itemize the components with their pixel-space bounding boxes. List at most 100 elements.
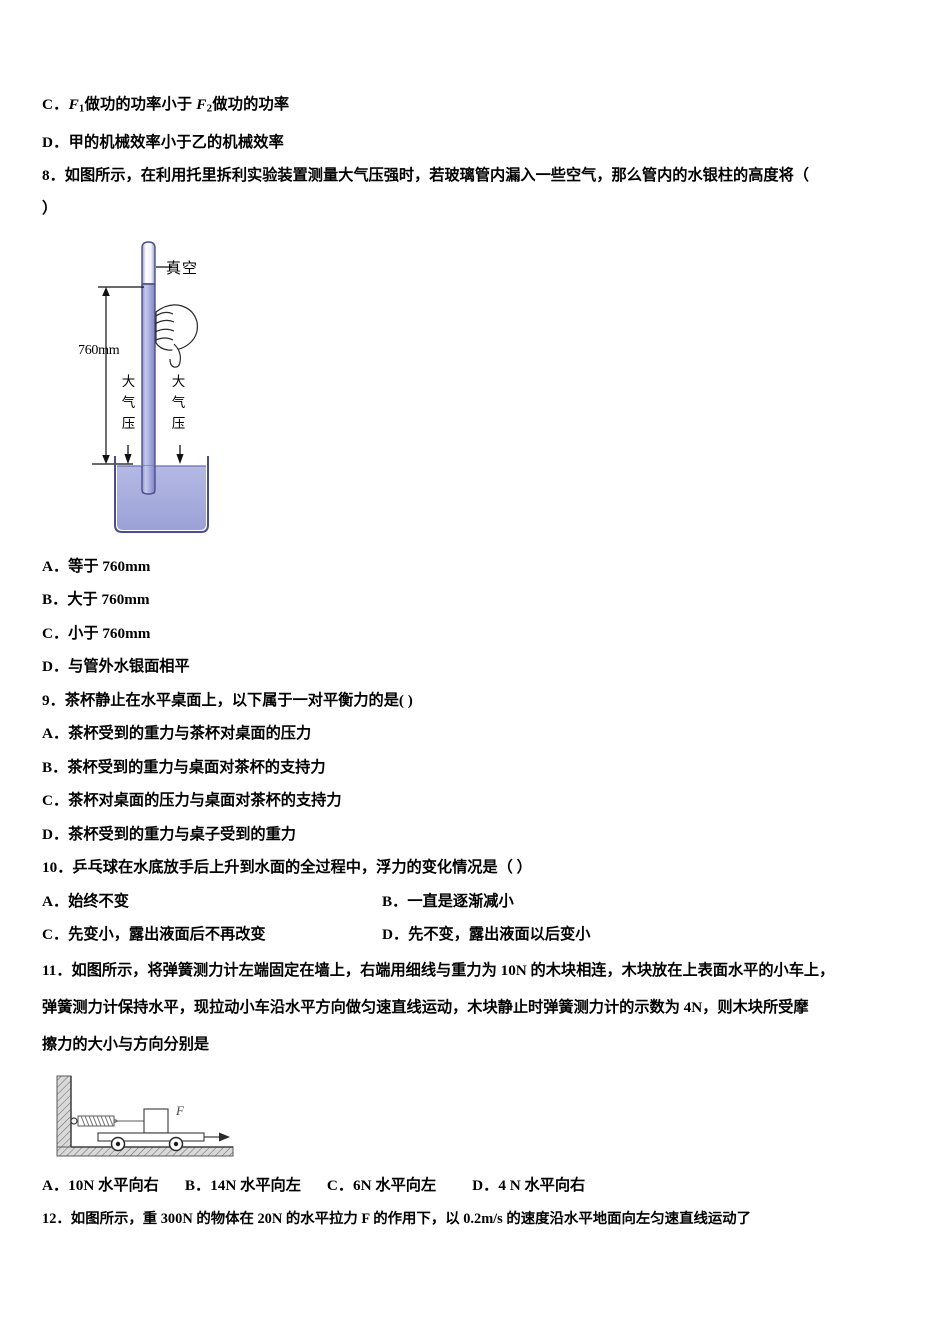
q7-option-c: C．F1做功的功率小于 F2做功的功率	[42, 88, 910, 126]
wall	[56, 1075, 72, 1156]
q8-stem-line2: ）	[42, 192, 910, 226]
q10-option-d-text: 先不变，露出液面以后变小	[408, 926, 591, 944]
q10-number: 10．	[42, 859, 73, 877]
spring-scale-cart-figure: F	[52, 1071, 238, 1165]
cart-wheel-left-hub	[115, 1141, 121, 1146]
dimension-arrow-down	[102, 454, 110, 464]
q10-option-a-letter: A．	[42, 892, 69, 910]
q8-option-c-text: 小于 760mm	[68, 624, 151, 642]
ground	[56, 1146, 234, 1157]
q8-option-a-letter: A．	[42, 557, 69, 575]
q7-option-c-letter: C．	[42, 96, 69, 113]
q10-option-a-text: 始终不变	[68, 892, 129, 910]
label-atmospheric-pressure-left: 大气压	[121, 373, 136, 432]
q9-stem-text: 茶杯静止在水平桌面上，以下属于一对平衡力的是( )	[64, 691, 413, 709]
string-connector	[113, 1118, 120, 1124]
q11-option-b-letter: B．	[184, 1176, 211, 1194]
force-label-F: F	[176, 1102, 184, 1118]
mercury-vessel-outline	[114, 455, 209, 533]
q8-stem-text2: ）	[42, 200, 58, 218]
q8-option-d-letter: D．	[42, 658, 69, 676]
q9-stem: 9．茶杯静止在水平桌面上，以下属于一对平衡力的是( )	[42, 684, 910, 718]
q9-option-b-text: 茶杯受到的重力与桌面对茶杯的支持力	[67, 758, 326, 776]
torricelli-svg	[92, 241, 209, 533]
tube-mercury-column	[142, 283, 155, 489]
hand-finger-1	[155, 311, 174, 317]
q8-number: 8．	[42, 166, 65, 184]
label-vacuum: 真空	[166, 258, 199, 277]
q10-option-d-letter: D．	[382, 926, 409, 944]
q11-option-d-letter: D．	[472, 1176, 499, 1194]
wall-hook	[70, 1117, 78, 1125]
q12-stem: 12．如图所示，重 300N 的物体在 20N 的水平拉力 F 的作用下，以 0…	[42, 1203, 910, 1236]
tube-vacuum-section	[141, 241, 156, 285]
q8-option-b-letter: B．	[42, 591, 68, 609]
wooden-block	[143, 1108, 169, 1134]
q7-option-c-symbol-f2-sub: 2	[206, 102, 213, 115]
q7-option-c-text-part1: 做功的功率小于	[84, 96, 193, 113]
atm-arrow-left-head	[124, 453, 132, 464]
force-arrow-head	[219, 1132, 230, 1142]
q9-option-d-letter: D．	[42, 825, 69, 843]
atm-arrow-right-head	[176, 453, 184, 464]
q8-option-d: D．与管外水银面相平	[42, 650, 910, 684]
q8-option-c-letter: C．	[42, 624, 69, 642]
q9-option-c: C．茶杯对桌面的压力与桌面对茶杯的支持力	[42, 784, 910, 818]
q11-option-d: D．4 N 水平向右	[472, 1169, 585, 1203]
cart-wheel-right-hub	[173, 1141, 179, 1146]
tube-submerged-fill	[142, 465, 155, 494]
q11-option-b: B．14N 水平向左	[185, 1169, 301, 1203]
q9-option-a-letter: A．	[42, 725, 69, 743]
dimension-arrow-up	[102, 286, 110, 296]
page-content: C．F1做功的功率小于 F2做功的功率 D．甲的机械效率小于乙的机械效率 8．如…	[42, 88, 910, 1236]
q10-option-c-letter: C．	[42, 926, 69, 944]
q8-option-b: B．大于 760mm	[42, 583, 910, 617]
q9-number: 9．	[42, 691, 65, 709]
q10-option-c-text: 先变小，露出液面后不再改变	[68, 926, 266, 944]
q7-option-c-symbol-f2: F	[196, 96, 207, 113]
hand-finger-2	[154, 319, 175, 325]
q9-option-a: A．茶杯受到的重力与茶杯对桌面的压力	[42, 717, 910, 751]
cart-svg	[56, 1075, 234, 1157]
q7-option-c-symbol-f1-sub: 1	[78, 102, 85, 115]
q7-option-d: D．甲的机械效率小于乙的机械效率	[42, 126, 910, 159]
q10-stem-text: 乒乓球在水底放手后上升到水面的全过程中，浮力的变化情况是（ ）	[72, 859, 532, 877]
q11-stem-text1: 如图所示，将弹簧测力计左端固定在墙上，右端用细线与重力为 10N 的木块相连，木…	[71, 961, 835, 979]
q10-option-d: D．先不变，露出液面以后变小	[382, 918, 910, 952]
tube-submerged-tip	[141, 489, 156, 495]
hand-finger-4	[155, 337, 174, 341]
q7-option-d-text: 甲的机械效率小于乙的机械效率	[68, 133, 284, 151]
hand-icon	[154, 304, 198, 368]
label-height-760mm: 760mm	[78, 342, 120, 358]
q12-number: 12．	[42, 1210, 71, 1227]
q10-option-b-text: 一直是逐渐减小	[407, 892, 514, 910]
q9-option-c-letter: C．	[42, 792, 69, 810]
q11-option-c: C．6N 水平向左	[327, 1169, 436, 1203]
q11-option-d-text: 4 N 水平向右	[498, 1176, 586, 1194]
q8-stem-text1: 如图所示，在利用托里拆利实验装置测量大气压强时，若玻璃管内漏入一些空气，那么管内…	[64, 166, 809, 184]
q11-stem-line1: 11．如图所示，将弹簧测力计左端固定在墙上，右端用细线与重力为 10N 的木块相…	[42, 952, 910, 989]
q11-option-a-letter: A．	[42, 1176, 69, 1194]
q8-option-c: C．小于 760mm	[42, 617, 910, 651]
q9-option-b: B．茶杯受到的重力与桌面对茶杯的支持力	[42, 751, 910, 785]
q9-option-c-text: 茶杯对桌面的压力与桌面对茶杯的支持力	[68, 792, 342, 810]
q10-option-b-letter: B．	[382, 892, 408, 910]
q9-option-b-letter: B．	[42, 758, 68, 776]
q11-stem-text2: 弹簧测力计保持水平，现拉动小车沿水平方向做匀速直线运动，木块静止时弹簧测力计的示…	[42, 998, 809, 1016]
q7-option-d-letter: D．	[42, 133, 69, 151]
hand-finger-3	[154, 328, 175, 333]
spring-coil	[80, 1115, 114, 1126]
q11-stem-line2: 弹簧测力计保持水平，现拉动小车沿水平方向做匀速直线运动，木块静止时弹簧测力计的示…	[42, 989, 910, 1026]
q8-option-b-text: 大于 760mm	[67, 591, 150, 609]
q11-stem-text3: 擦力的大小与方向分别是	[42, 1035, 210, 1053]
q11-stem-line3: 擦力的大小与方向分别是	[42, 1026, 910, 1063]
q10-option-c: C．先变小，露出液面后不再改变	[42, 918, 382, 952]
q7-option-c-symbol-f1: F	[68, 96, 79, 113]
label-atmospheric-pressure-right: 大气压	[171, 373, 186, 432]
q10-options-row-2: C．先变小，露出液面后不再改变 D．先不变，露出液面以后变小	[42, 918, 910, 952]
q8-option-a-text: 等于 760mm	[68, 557, 151, 575]
hand-palm	[155, 304, 198, 351]
q8-stem-line1: 8．如图所示，在利用托里拆利实验装置测量大气压强时，若玻璃管内漏入一些空气，那么…	[42, 159, 910, 193]
q11-option-a: A．10N 水平向右	[42, 1169, 159, 1203]
